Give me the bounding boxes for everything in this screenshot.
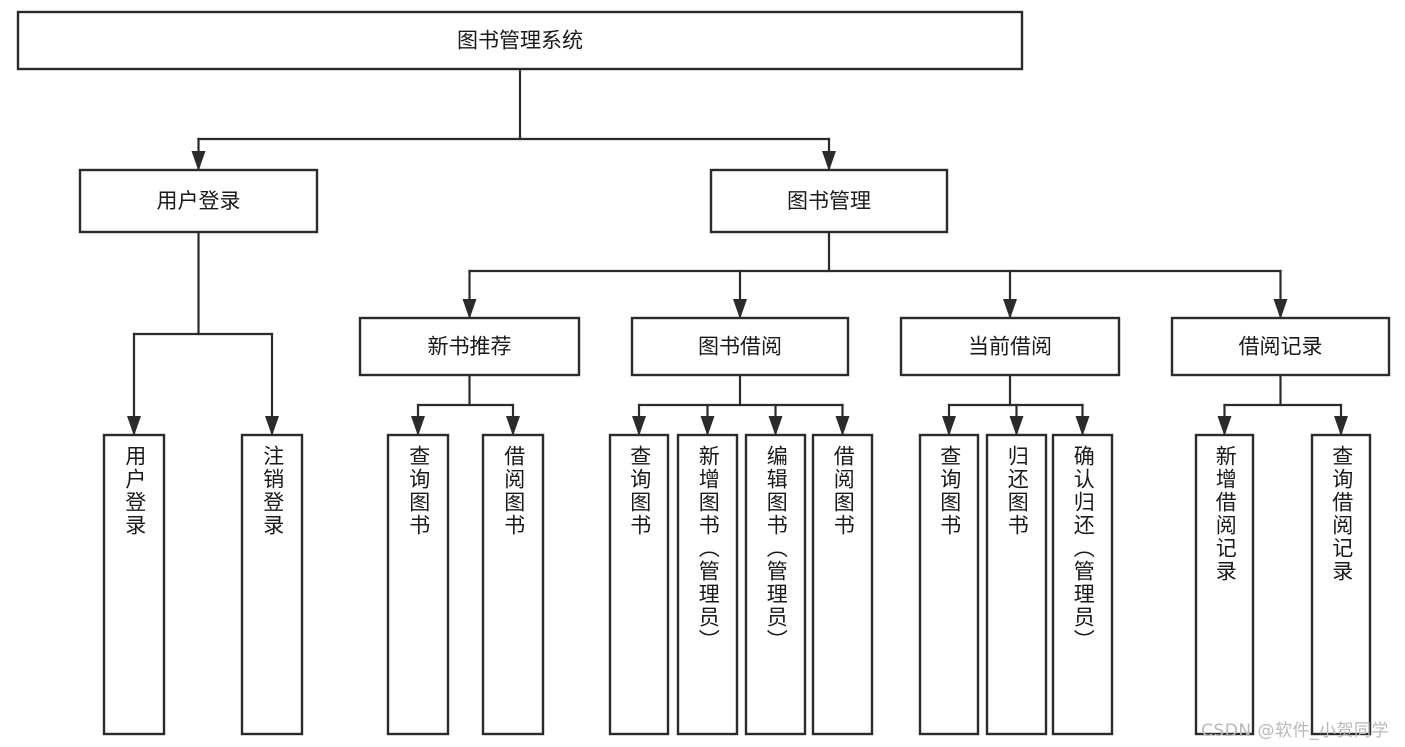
node-label: 用户登录 <box>157 189 241 213</box>
arrow-down-icon <box>768 416 783 436</box>
node-level2-3[interactable]: 借阅记录 <box>1170 316 1391 377</box>
arrow-down-icon <box>632 416 646 436</box>
node-level2-1[interactable]: 图书借阅 <box>630 316 850 377</box>
arrow-down-icon <box>1003 299 1017 319</box>
node-leaf-10[interactable] <box>1051 433 1114 736</box>
node-label: 当前借阅 <box>968 335 1052 359</box>
node-level1-0[interactable]: 用户登录 <box>78 168 319 234</box>
node-label: 借阅记录 <box>1239 335 1323 359</box>
connectors-layer <box>127 67 1348 436</box>
node-leaf-2[interactable] <box>386 433 450 736</box>
node-level1-1[interactable]: 图书管理 <box>709 168 949 234</box>
node-leaf-5[interactable] <box>676 433 739 736</box>
node-leaf-8[interactable] <box>918 433 980 736</box>
arrow-down-icon <box>700 416 715 436</box>
arrow-down-icon <box>462 299 477 319</box>
arrow-down-icon <box>1075 416 1090 436</box>
arrow-down-icon <box>942 416 956 436</box>
arrow-down-icon <box>1334 416 1348 436</box>
arrow-down-icon <box>411 416 425 436</box>
node-label: 新书推荐 <box>428 335 512 359</box>
node-leaf-11[interactable] <box>1194 433 1255 736</box>
arrow-down-icon <box>506 416 520 436</box>
arrow-down-icon <box>822 151 836 171</box>
arrow-down-icon <box>127 416 141 436</box>
arrow-down-icon <box>835 416 850 436</box>
node-leaf-7[interactable] <box>811 433 874 736</box>
node-level2-0[interactable]: 新书推荐 <box>358 316 581 377</box>
node-level2-2[interactable]: 当前借阅 <box>899 316 1121 377</box>
arrow-down-icon <box>265 416 279 436</box>
node-leaf-9[interactable] <box>985 433 1048 736</box>
node-leaf-1[interactable] <box>240 433 304 736</box>
node-leaf-12[interactable] <box>1310 433 1372 736</box>
arrow-down-icon <box>1273 299 1288 319</box>
node-label: 图书管理系统 <box>457 29 583 53</box>
node-leaf-3[interactable] <box>481 433 545 736</box>
node-leaf-4[interactable] <box>608 433 670 736</box>
node-label: 图书管理 <box>787 189 871 213</box>
arrow-down-icon <box>733 299 747 319</box>
node-root[interactable]: 图书管理系统 <box>16 10 1024 71</box>
arrow-down-icon <box>1009 416 1024 436</box>
node-leaf-6[interactable] <box>744 433 807 736</box>
node-label: 图书借阅 <box>698 335 782 359</box>
arrow-down-icon <box>1217 416 1232 436</box>
node-leaf-0[interactable] <box>102 433 166 736</box>
csdn-watermark: CSDN @软件_小贺同学 <box>1201 721 1389 741</box>
arrow-down-icon <box>191 151 206 171</box>
